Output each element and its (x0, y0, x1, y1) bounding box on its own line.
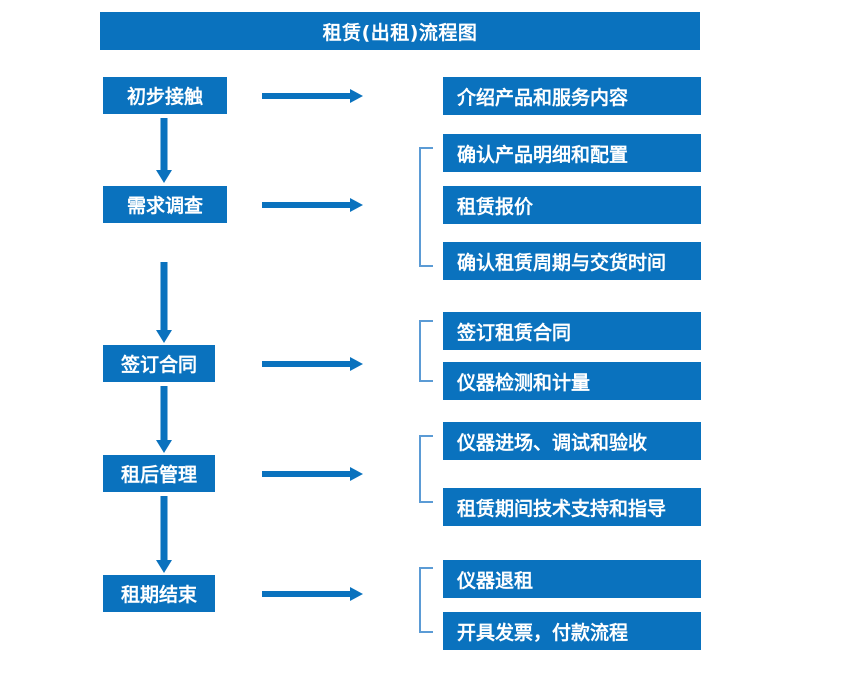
arrow-right-icon-5 (262, 585, 364, 603)
arrow-right-icon-2 (262, 196, 364, 214)
detail-box-invoice-payment[interactable]: 开具发票，付款流程 (443, 612, 701, 650)
detail-box-sign-rental-contract[interactable]: 签订租赁合同 (443, 312, 701, 350)
detail-box-instrument-return[interactable]: 仪器退租 (443, 560, 701, 598)
group-bracket-icon-rental-end (419, 567, 433, 633)
detail-box-instrument-entry-commissioning[interactable]: 仪器进场、调试和验收 (443, 422, 701, 460)
detail-box-technical-support[interactable]: 租赁期间技术支持和指导 (443, 488, 701, 526)
page-title: 租赁(出租)流程图 (100, 12, 700, 50)
arrow-right-icon-1 (262, 87, 364, 105)
stage-box-rental-end[interactable]: 租期结束 (103, 575, 215, 612)
detail-box-instrument-inspection[interactable]: 仪器检测和计量 (443, 362, 701, 400)
detail-box-confirm-product-details[interactable]: 确认产品明细和配置 (443, 134, 701, 172)
detail-box-intro-products-services[interactable]: 介绍产品和服务内容 (443, 77, 701, 115)
stage-box-post-rental-management[interactable]: 租后管理 (103, 455, 215, 492)
arrow-down-icon-1 (155, 118, 173, 184)
arrow-down-icon-2 (155, 262, 173, 344)
group-bracket-icon-sign-contract (419, 320, 433, 382)
group-bracket-icon-post-rental (419, 435, 433, 503)
detail-box-rental-quotation[interactable]: 租赁报价 (443, 186, 701, 224)
stage-box-needs-survey[interactable]: 需求调查 (103, 186, 227, 223)
arrow-right-icon-3 (262, 355, 364, 373)
stage-box-initial-contact[interactable]: 初步接触 (103, 77, 227, 114)
arrow-down-icon-4 (155, 496, 173, 574)
arrow-down-icon-3 (155, 386, 173, 454)
arrow-right-icon-4 (262, 465, 364, 483)
group-bracket-icon-needs-survey (419, 147, 433, 267)
detail-box-confirm-period-delivery[interactable]: 确认租赁周期与交货时间 (443, 242, 701, 280)
stage-box-sign-contract[interactable]: 签订合同 (103, 345, 215, 382)
